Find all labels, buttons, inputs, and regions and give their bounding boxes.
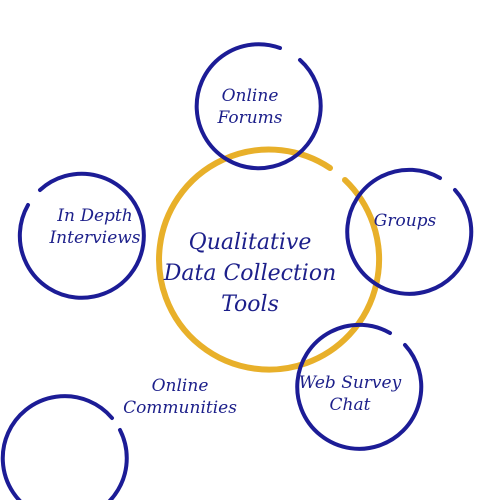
label-line: Interviews [49,228,141,249]
label-line: Forums [217,108,283,129]
center-label-line: Tools [221,291,279,317]
label-in-depth-interviews: In Depth Interviews [35,205,155,249]
label-line: Communities [123,398,237,419]
label-line: Chat [329,395,371,416]
label-line: Online [221,86,279,106]
ring-in-depth-interviews [17,171,146,300]
center-label-line: Qualitative [188,230,312,255]
label-groups: Groups [355,210,455,232]
label-line: Groups [373,211,437,231]
label-line: In Depth [57,206,133,226]
label-web-survey-chat: Web Survey Chat [290,372,410,416]
ring-online-communities [0,394,129,500]
label-line: Online [151,376,209,396]
label-online-communities: Online Communities [110,375,250,419]
label-line: Web Survey [298,373,402,393]
center-label-line: Data Collection [163,260,337,286]
center-ring [156,146,383,373]
ring-web-survey-chat [295,322,424,451]
label-online-forums: Online Forums [200,85,300,129]
center-label: Qualitative Data Collection Tools [150,228,350,320]
ring-online-forums [194,42,323,171]
ring-groups [345,167,474,296]
